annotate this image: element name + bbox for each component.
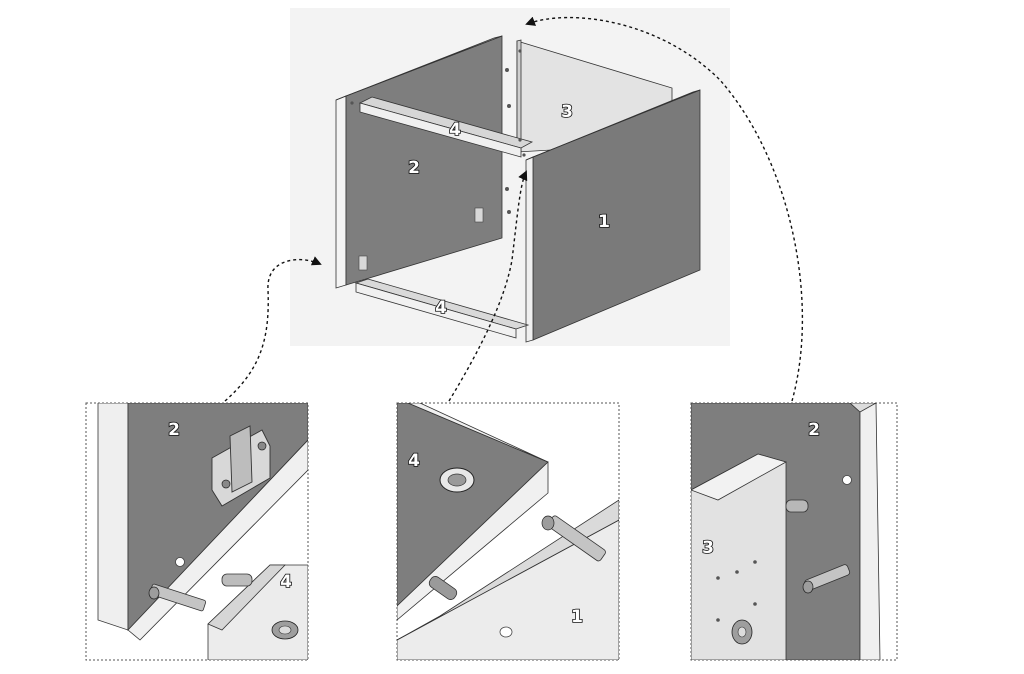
- callout-arrow-center: [448, 170, 528, 402]
- right-side-panel: 1: [525, 89, 701, 343]
- detail-left: 2 4: [85, 402, 309, 661]
- connector-bolt-icon: [802, 564, 851, 594]
- part-label-2: 2: [408, 158, 420, 178]
- part-label-3: 3: [561, 102, 573, 122]
- bottom-rail: 4: [354, 278, 530, 339]
- detail-left-label-2: 2: [168, 420, 180, 440]
- main-assembly-view: 3 2 4 1 4: [290, 8, 730, 346]
- cam-lock-icon: [439, 467, 475, 493]
- top-rail: 4: [358, 96, 534, 158]
- detail-center-label-1: 1: [571, 607, 583, 627]
- detail-right: 2 3: [690, 402, 898, 661]
- cam-lock-icon: [271, 620, 299, 640]
- dowel-icon: [785, 499, 809, 513]
- detail-center: 4 1: [396, 402, 620, 661]
- dowel-icon: [221, 573, 253, 587]
- part-label-1: 1: [598, 212, 610, 232]
- detail-left-label-4: 4: [280, 572, 292, 592]
- left-side-panel: 2: [335, 35, 503, 289]
- part-label-4-top: 4: [449, 120, 461, 140]
- hinge-plate: [358, 255, 368, 271]
- detail-right-label-3: 3: [702, 538, 714, 558]
- detail-center-label-4: 4: [408, 451, 420, 471]
- connector-bolt-icon: [148, 583, 207, 612]
- connector-bolt-icon: [541, 515, 606, 562]
- dowel-fittings: [350, 49, 526, 214]
- hinge-plate: [474, 207, 484, 223]
- hinge-plate-icon: [211, 425, 271, 507]
- detail-right-label-2: 2: [808, 420, 820, 440]
- cam-lock-icon: [731, 619, 753, 645]
- part-label-4-bottom: 4: [435, 298, 447, 318]
- dowel-icon: [428, 576, 458, 600]
